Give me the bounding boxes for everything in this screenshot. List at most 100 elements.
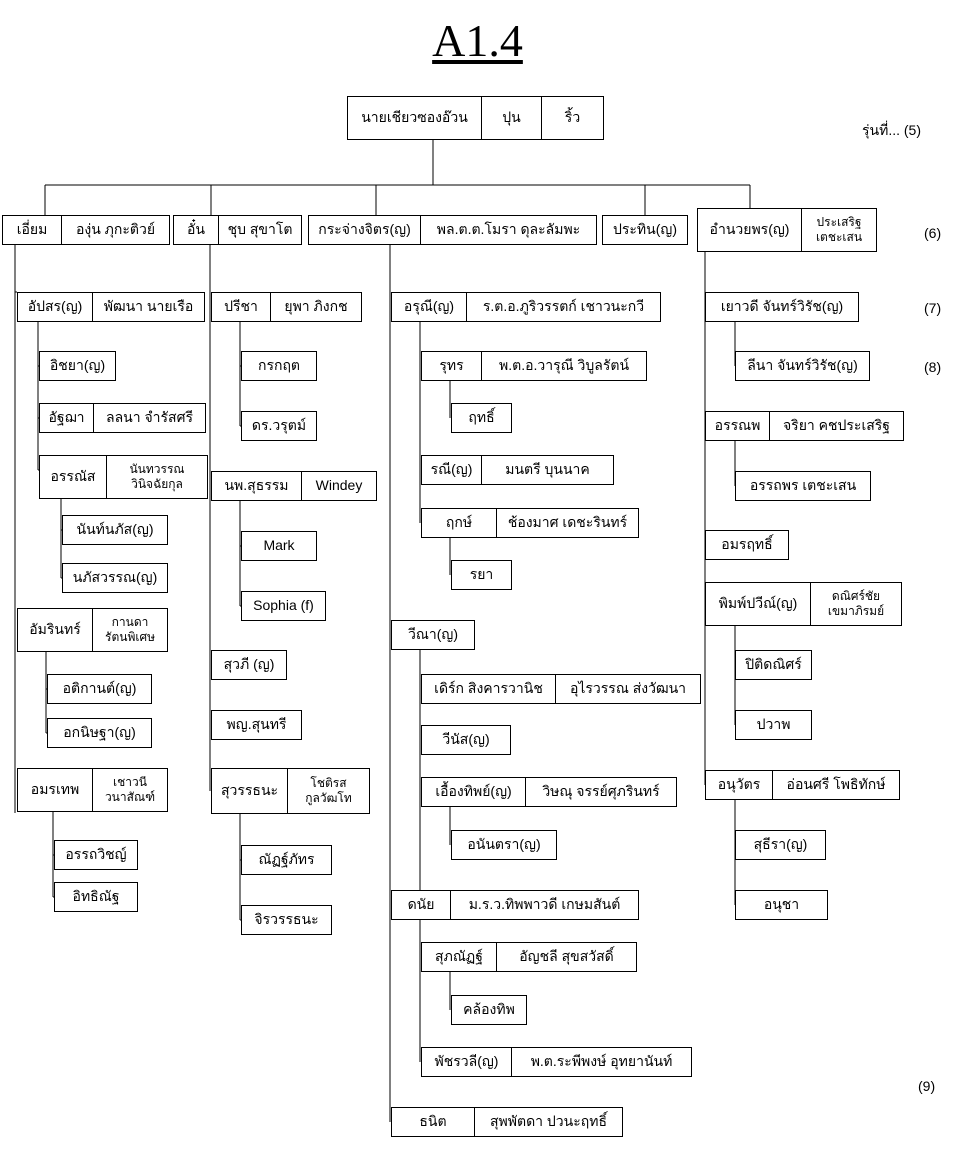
person-box-anucha: อนุชา xyxy=(735,890,828,920)
person-box-rit: ฤกษ์ช้องมาศ เดชะรินทร์ xyxy=(421,508,639,538)
person-box-dr-worut: ดร.วรุตม์ xyxy=(241,411,317,441)
person-box-arunee: อรุณี(ญ)ร.ต.อ.ภูริวรรตก์ เชาวนะกวี xyxy=(391,292,661,322)
generation-label-5: รุ่นที่... (5) xyxy=(862,122,921,138)
person-name: สุวภี (ญ) xyxy=(223,656,275,673)
person-name: อนุชา xyxy=(763,896,800,913)
person-box-aiam: เอี่ยมองุ่น ภุกะติวย์ xyxy=(2,215,170,245)
person-box-rith: ฤทธิ์ xyxy=(451,403,512,433)
person-name: อนุวัตร xyxy=(717,776,761,793)
person-name: พญ.สุนทรี xyxy=(226,716,287,733)
person-name: พัชรวลี(ญ) xyxy=(434,1053,499,1070)
person-box-mark: Mark xyxy=(241,531,317,561)
name-line: เขมาภิรมย์ xyxy=(827,604,885,618)
spouse-name: อัญชลี สุขสวัสดิ์ xyxy=(496,943,636,971)
person-name: กระจ่างจิตร(ญ) xyxy=(318,221,411,238)
person-box-anuntra: อนันตรา(ญ) xyxy=(451,830,557,860)
person-box-pimpawee: พิมพ์ปวีณ์(ญ) ดณิศร์ชัยเขมาภิรมย์ xyxy=(705,582,902,626)
name-line: กูลวัฒโท xyxy=(305,791,352,805)
spouse-name: ลลนา จำรัสศรี xyxy=(93,404,205,432)
name-line: นันทวรรณ xyxy=(129,462,185,476)
person-box-suwanthana: สุวรรธนะโชติรสกูลวัฒโท xyxy=(211,768,370,814)
person-box-krajang: กระจ่างจิตร(ญ) พล.ต.ต.โมรา ดุละลัมพะ xyxy=(308,215,597,245)
person-box-akanit: อกนิษฐา(ญ) xyxy=(47,718,152,748)
person-box-kornkrit: กรกฤต xyxy=(241,351,317,381)
generation-label-7: (7) xyxy=(924,300,942,316)
person-name: ฤทธิ์ xyxy=(468,409,495,426)
name-line: กานดา xyxy=(111,615,149,629)
person-box-ichaya: อิชยา(ญ) xyxy=(39,351,116,381)
person-box-atikarn: อติกานต์(ญ) xyxy=(47,674,152,704)
person-name: รุทร xyxy=(439,357,464,374)
person-name: นันท์นภัส(ญ) xyxy=(76,521,154,538)
spouse-name: พัฒนา นายเรือ xyxy=(92,293,204,321)
person-box-pitidanit: ปิติดณิศร์ xyxy=(735,650,812,680)
person-name: อรรถวิชญ์ xyxy=(65,846,127,863)
person-box-root: นายเชียวซองอ๊วนปุนริ้ว xyxy=(347,96,604,140)
spouse-name: อุไรวรรณ ส่งวัฒนา xyxy=(555,675,700,703)
person-box-arnop: อรรณพ จริยา คชประเสริฐ xyxy=(705,411,904,441)
person-box-preecha: ปรีชายุพา ภิงกช xyxy=(211,292,362,322)
spouse-name: ประเสริฐเตชะเสน xyxy=(801,209,876,251)
person-box-sutheera: สุธีรา(ญ) xyxy=(735,830,826,860)
person-box-amnuay: อำนวยพร(ญ)ประเสริฐเตชะเสน xyxy=(697,208,877,252)
person-box-sophia: Sophia (f) xyxy=(241,591,326,621)
person-box-atchima: อัฐฌาลลนา จำรัสศรี xyxy=(39,403,206,433)
person-name: ประทิน(ญ) xyxy=(613,221,677,238)
person-box-natthaphat: ณัฏฐ์ภัทร xyxy=(241,845,332,875)
spouse-name: โชติรสกูลวัฒโท xyxy=(287,769,369,813)
person-name: อิทธิณัฐ xyxy=(72,888,120,905)
person-name: ลีนา จันทร์วิรัช(ญ) xyxy=(747,357,858,374)
person-box-ittinat: อิทธิณัฐ xyxy=(54,882,138,912)
name-line: วินิจฉัยกุล xyxy=(131,477,183,491)
person-name: วีณา(ญ) xyxy=(408,626,458,643)
person-name: นพ.สุธรรม xyxy=(224,477,289,494)
spouse-name: กานดารัตนพิเศษ xyxy=(92,609,167,651)
person-name: ณัฏฐ์ภัทร xyxy=(258,851,315,868)
spouse-name: ร.ต.อ.ภูริวรรตก์ เชาวนะกวี xyxy=(466,293,660,321)
person-name: เอื้องทิพย์(ญ) xyxy=(435,783,512,800)
spouse-name: ชุบ สุขาโต xyxy=(218,216,301,244)
person-box-ranee: รณี(ญ)มนตรี บุนนาค xyxy=(421,455,614,485)
person-name: คล้องทิพ xyxy=(463,1001,515,1018)
person-name: วีนัส(ญ) xyxy=(442,731,490,748)
person-box-raya: รยา xyxy=(451,560,512,590)
person-name: อัปสร(ญ) xyxy=(27,298,83,315)
person-name: พิมพ์ปวีณ์(ญ) xyxy=(718,595,798,612)
name-line: วนาสัณฑ์ xyxy=(104,790,156,804)
person-box-nanphat: นันท์นภัส(ญ) xyxy=(62,515,168,545)
person-box-auangthip: เอื้องทิพย์(ญ)วิษณุ จรรย์ศุภรินทร์ xyxy=(421,777,677,807)
spouse-name: จริยา คชประเสริฐ xyxy=(769,412,903,440)
person-name: กรกฤต xyxy=(257,357,301,374)
person-name: ฤกษ์ xyxy=(445,514,473,531)
spouse-name: พ.ต.ระพีพงษ์ อุทยานันท์ xyxy=(511,1048,691,1076)
person-name: อิชยา(ญ) xyxy=(49,357,106,374)
generation-label-8: (8) xyxy=(924,359,942,375)
generation-label-9: (9) xyxy=(918,1078,936,1094)
person-name: รยา xyxy=(469,566,494,583)
generation-label-6: (6) xyxy=(924,225,942,241)
person-name: เดิร์ก สิงคารวานิช xyxy=(434,680,543,697)
person-name: ปวาพ xyxy=(756,716,791,733)
spouse-name: สุพพัตดา ปวนะฤทธิ์ xyxy=(474,1108,622,1136)
person-box-weenat: วีนัส(ญ) xyxy=(421,725,511,755)
person-name: ธนิต xyxy=(419,1113,447,1130)
person-box-naphat: นภัสวรรณ(ญ) xyxy=(62,563,168,593)
person-box-weena: วีณา(ญ) xyxy=(391,620,475,650)
person-name: อรรณพ xyxy=(714,417,761,434)
person-name: ปิติดณิศร์ xyxy=(745,656,802,673)
spouse-name: พล.ต.ต.โมรา ดุละลัมพะ xyxy=(420,216,596,244)
person-box-klongthip: คล้องทิพ xyxy=(451,995,527,1025)
spouse-name: อ่อนศรี โพธิทักษ์ xyxy=(772,771,899,799)
person-box-arnthawit: อรรถวิชญ์ xyxy=(54,840,138,870)
person-box-patcharawalee: พัชรวลี(ญ) พ.ต.ระพีพงษ์ อุทยานันท์ xyxy=(421,1047,692,1077)
person-name: อมรฤทธิ์ xyxy=(721,536,773,553)
person-name: จิรวรรธนะ xyxy=(254,911,319,928)
person-box-anuwat: อนุวัตร อ่อนศรี โพธิทักษ์ xyxy=(705,770,900,800)
spouse-name: มนตรี บุนนาค xyxy=(481,456,613,484)
person-name: เยาวดี จันทร์วิรัช(ญ) xyxy=(720,298,844,315)
name-line: ดณิศร์ชัย xyxy=(831,589,881,603)
person-box-prathin: ประทิน(ญ) xyxy=(602,215,688,245)
person-name: เอี่ยม xyxy=(16,221,48,238)
person-box-danai: ดนัยม.ร.ว.ทิพพาวดี เกษมสันต์ xyxy=(391,890,639,920)
person-box-thanit: ธนิต สุพพัตดา ปวนะฤทธิ์ xyxy=(391,1107,623,1137)
